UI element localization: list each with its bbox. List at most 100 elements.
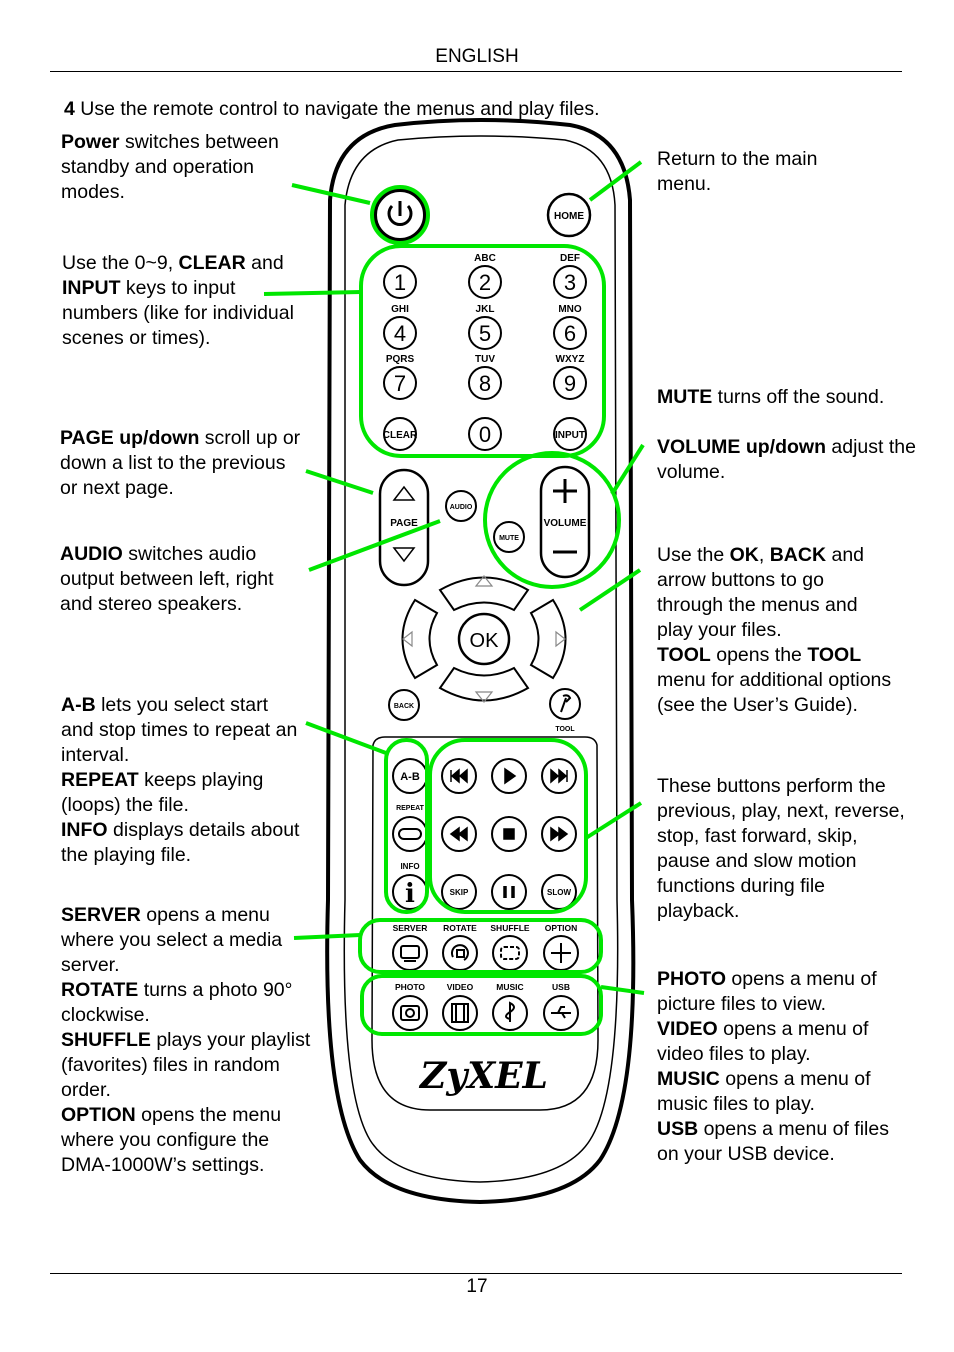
stop-button[interactable] xyxy=(491,816,527,852)
arrow-down-button[interactable] xyxy=(438,666,530,702)
slow-button[interactable]: SLOW xyxy=(541,874,577,910)
key-4-letters: GHI xyxy=(391,304,409,315)
pointer-navigation xyxy=(578,568,642,612)
highlight-power xyxy=(370,185,430,245)
pointer-volume xyxy=(610,443,645,496)
server-icon xyxy=(400,945,420,962)
navigation-pad xyxy=(401,575,567,703)
input-label: INPUT xyxy=(555,430,585,441)
key-8-letters: TUV xyxy=(475,354,495,365)
key-5-digit: 5 xyxy=(479,321,491,346)
home-button[interactable]: HOME xyxy=(546,192,592,238)
callout-ok-p2: , xyxy=(758,544,770,566)
pointer-row-2 xyxy=(600,985,645,995)
callout-mute-b1: MUTE xyxy=(657,386,713,408)
repeat-button[interactable] xyxy=(392,816,428,852)
input-button[interactable]: INPUT xyxy=(553,417,587,451)
right-arrow-icon xyxy=(555,630,566,648)
pause-icon xyxy=(503,886,515,898)
callout-ok-p5: menu for additional options (see the Use… xyxy=(657,669,892,716)
callout-photo-r2: opens a menu of video files to play. xyxy=(657,1018,869,1065)
skip-button[interactable]: SKIP xyxy=(441,874,477,910)
pointer-power xyxy=(291,183,371,205)
ab-button[interactable]: A-B xyxy=(392,758,428,794)
key-1-button[interactable]: 1 xyxy=(383,265,417,299)
audio-label: AUDIO xyxy=(450,504,473,511)
play-icon xyxy=(504,767,517,785)
header-language: ENGLISH xyxy=(435,46,519,67)
audio-button[interactable]: AUDIO xyxy=(445,490,477,522)
option-icon xyxy=(551,943,571,963)
key-0-button[interactable]: 0 xyxy=(468,417,502,451)
next-button[interactable] xyxy=(541,758,577,794)
footer-rule xyxy=(50,1273,902,1274)
server-button[interactable]: SERVER xyxy=(392,923,428,971)
music-button[interactable]: MUSIC xyxy=(492,982,528,1031)
callout-photo-b1: PHOTO xyxy=(657,968,726,990)
mute-label: MUTE xyxy=(499,535,519,542)
photo-button[interactable]: PHOTO xyxy=(392,982,428,1031)
arrow-left-button[interactable] xyxy=(401,598,439,680)
highlight-row-2 xyxy=(360,974,603,1036)
tool-button[interactable]: TOOL xyxy=(549,688,581,733)
callout-ok: Use the OK, BACK and arrow buttons to go… xyxy=(657,543,892,718)
option-button[interactable]: OPTION xyxy=(543,923,579,971)
volume-rocker[interactable]: VOLUME xyxy=(539,465,591,579)
callout-ok-b1: OK xyxy=(729,544,759,566)
clear-button[interactable]: CLEAR xyxy=(383,417,418,451)
highlight-ab-column xyxy=(384,738,429,914)
previous-icon xyxy=(450,768,468,784)
pointer-playback xyxy=(584,801,643,840)
key-0-label: 0 xyxy=(479,422,491,447)
previous-button[interactable] xyxy=(441,758,477,794)
ab-label: A-B xyxy=(400,771,420,783)
ok-button[interactable]: OK xyxy=(457,612,511,666)
fast-forward-button[interactable] xyxy=(541,816,577,852)
video-button[interactable]: VIDEO xyxy=(442,982,478,1031)
step-number: 4 xyxy=(64,98,75,120)
callout-ok-p3: and arrow buttons to go through the menu… xyxy=(657,544,865,641)
callout-server-r1: opens a menu where you select a media se… xyxy=(61,904,283,976)
callout-ab-r3: displays details about the playing file. xyxy=(61,819,300,866)
pointer-home xyxy=(588,160,643,202)
menu-row-2: PHOTO VIDEO MUSIC USB xyxy=(392,982,579,1031)
callout-server-b4: OPTION xyxy=(61,1104,136,1126)
mute-button[interactable]: MUTE xyxy=(493,521,525,553)
slow-label: SLOW xyxy=(547,888,571,897)
arrow-right-button[interactable] xyxy=(529,598,567,680)
tool-icon xyxy=(560,694,572,713)
key-3-letters: DEF xyxy=(560,253,580,264)
callout-server-r4: opens the menu where you configure the D… xyxy=(61,1104,282,1176)
pause-button[interactable] xyxy=(491,874,527,910)
callout-server: SERVER opens a menu where you select a m… xyxy=(61,903,311,1178)
usb-icon xyxy=(551,1006,571,1019)
info-icon: i xyxy=(405,879,415,909)
option-label: OPTION xyxy=(545,923,578,933)
next-icon xyxy=(550,768,568,784)
play-button[interactable] xyxy=(491,758,527,794)
power-button[interactable] xyxy=(373,188,427,242)
rotate-button[interactable]: ROTATE xyxy=(442,923,478,971)
key-6-letters: MNO xyxy=(558,304,582,315)
home-label: HOME xyxy=(554,211,584,222)
reverse-button[interactable] xyxy=(441,816,477,852)
callout-ok-p4: opens the xyxy=(710,644,808,666)
key-7-letters: PQRS xyxy=(386,354,415,365)
photo-icon xyxy=(400,1005,420,1021)
clear-label: CLEAR xyxy=(383,430,418,441)
ok-label: OK xyxy=(470,630,500,652)
usb-button[interactable]: USB xyxy=(543,982,579,1031)
arrow-up-button[interactable] xyxy=(438,576,530,612)
callout-numbers: Use the 0~9, CLEAR and INPUT keys to inp… xyxy=(62,251,307,351)
shuffle-button[interactable]: SHUFFLE xyxy=(490,923,530,971)
callout-ok-b2: BACK xyxy=(769,544,827,566)
back-button[interactable]: BACK xyxy=(388,689,420,721)
